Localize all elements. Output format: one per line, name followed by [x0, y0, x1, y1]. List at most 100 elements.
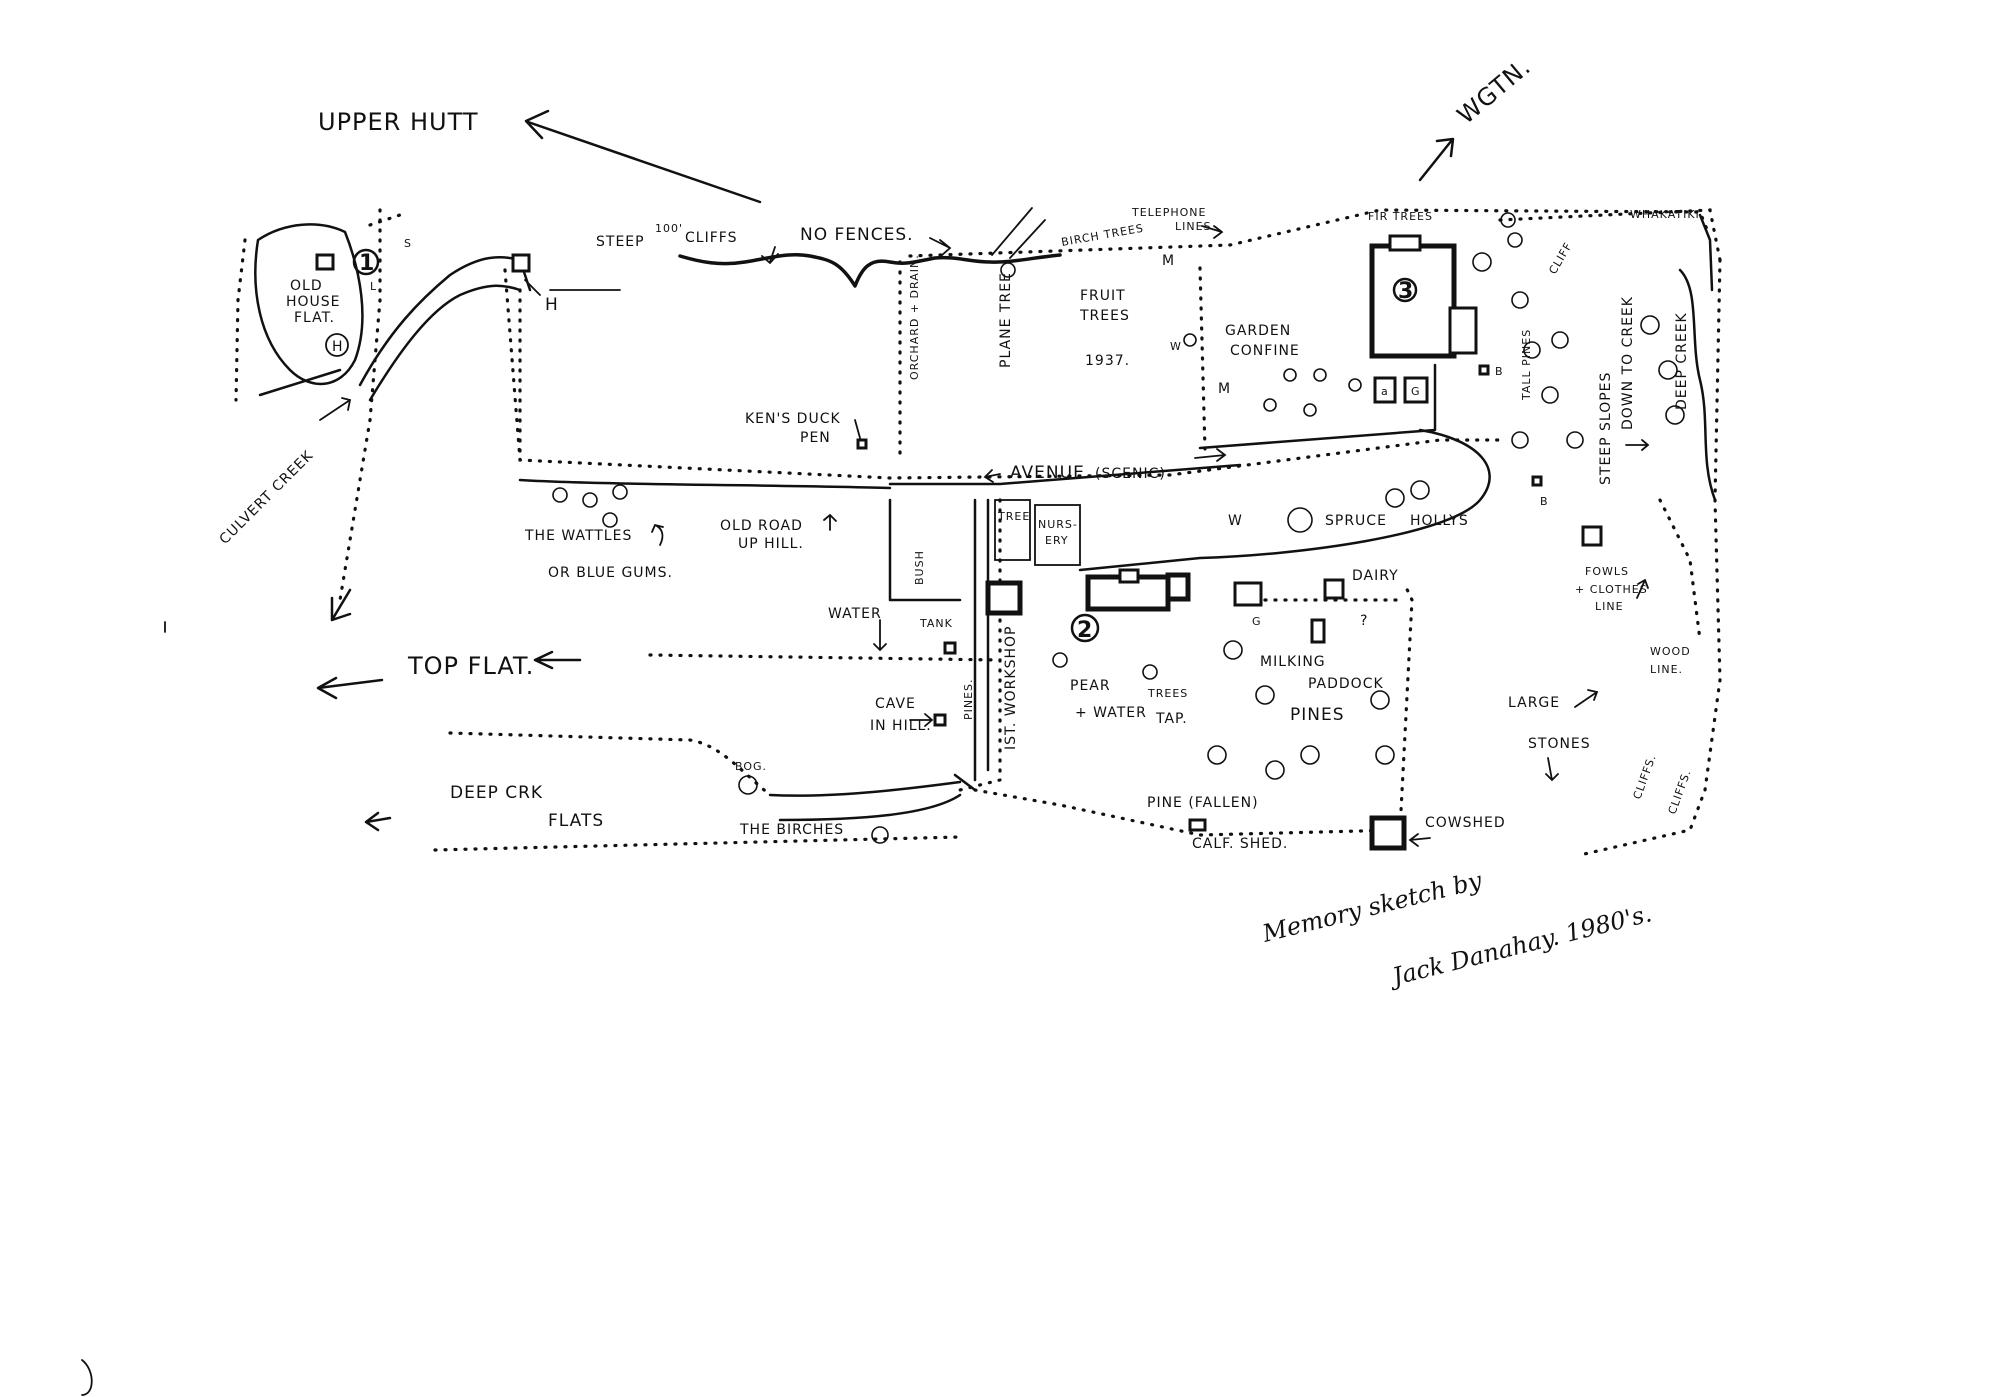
paddock-tree-1	[1223, 640, 1243, 660]
old-house-building	[315, 253, 335, 271]
wood-line-label: LINE.	[1650, 663, 1683, 676]
no-fences-label: NO FENCES.	[800, 225, 914, 245]
garden-tree-4	[1348, 378, 1362, 392]
site-3-number: 3	[1398, 279, 1413, 304]
pine-tree-r5	[1511, 431, 1529, 449]
pear-label: PEAR	[1070, 678, 1111, 694]
cave-box	[933, 713, 947, 727]
cave-arrow	[909, 713, 934, 727]
h-mark: H	[545, 295, 559, 315]
pines-lane-label: PINES.	[962, 678, 975, 720]
m-mark-top: M	[1162, 253, 1175, 269]
house-3-chimney	[1388, 234, 1422, 252]
avenue-arrow-right	[1194, 448, 1227, 462]
dairy-building	[1323, 578, 1345, 600]
tree-nursery-box	[994, 499, 1031, 561]
calf-shed-building	[1188, 818, 1207, 832]
clothes-line-label: + CLOTHES	[1575, 583, 1648, 596]
fowls-arrow	[1636, 578, 1649, 599]
fir-trees-label: FIR TREES	[1368, 210, 1433, 223]
plane-tree-icon	[1000, 262, 1016, 278]
no-fences-arrow	[929, 237, 952, 256]
pine-tree-r2	[1523, 341, 1541, 359]
l-mark: L	[370, 280, 377, 293]
cowshed-label: COWSHED	[1425, 815, 1506, 831]
pine-tree-r4	[1541, 386, 1559, 404]
avenue-label: AVENUE	[1010, 463, 1085, 483]
bush-nursery: BUSH TREE NURS- ERY W SPRUCE HOLLYS	[888, 480, 1469, 782]
top-cliff-edge: STEEP 100' CLIFFS NO FENCES. BIRCH TREES…	[596, 206, 1699, 288]
creek-road-upper	[358, 255, 522, 387]
paddock-tree-2	[1255, 685, 1275, 705]
top-flat-arrow-left	[316, 676, 384, 700]
old-house-flat-outline	[254, 223, 364, 386]
wgtn-direction: WGTN.	[1418, 52, 1536, 182]
a-mark: a	[1381, 385, 1389, 398]
water-tap-label: + WATER	[1075, 705, 1147, 721]
lane-lines	[973, 498, 990, 782]
wattle-tree-1	[552, 487, 568, 503]
house-3-shed-a	[1373, 376, 1397, 404]
nursery-box	[1034, 504, 1081, 566]
homestead-wing	[1165, 572, 1191, 602]
water-tank-box	[943, 641, 957, 655]
tap-label: TAP.	[1155, 711, 1188, 727]
pines-label: PINES	[1290, 705, 1345, 725]
cowshed-building	[1369, 815, 1407, 851]
bog-label: BOG.	[735, 760, 767, 773]
old-label: OLD	[290, 278, 323, 294]
lines-label: LINES.	[1175, 220, 1216, 233]
tree-label: TREE	[997, 510, 1030, 523]
deep-crk-dotted	[448, 731, 772, 797]
pine-tree-r6	[1566, 431, 1584, 449]
top-left-fence	[368, 208, 403, 227]
water-tank-area: WATER TANK IST. WORKSHOP PINES.	[828, 606, 1019, 750]
page-corner-mark	[81, 1359, 93, 1396]
pear-trees-label: TREES	[1147, 687, 1188, 700]
right-cliff-edge	[1698, 213, 1714, 292]
signature-line-2: Jack Danahay. 1980's.	[1385, 899, 1655, 992]
pear-tree-2	[1142, 664, 1158, 680]
upper-hutt-arrow	[526, 120, 762, 204]
wattles-area: THE WATTLES OR BLUE GUMS. OLD ROAD UP HI…	[524, 484, 837, 581]
large-label: LARGE	[1508, 695, 1560, 711]
upper-hutt-direction: UPPER HUTT	[318, 108, 762, 204]
h-pointer	[524, 279, 541, 296]
birch-lines	[991, 207, 1046, 259]
garden-tree-5	[1263, 398, 1277, 412]
culvert-creek-label: CULVERT CREEK	[217, 448, 317, 548]
b-box-2	[1531, 475, 1543, 487]
hollys-label: HOLLYS	[1410, 513, 1469, 529]
pear-tree-1	[1052, 652, 1068, 668]
top-flat-label: TOP FLAT.	[407, 652, 534, 680]
tall-pines-label: TALL PINES	[1520, 329, 1533, 401]
site-2-number: 2	[1077, 618, 1092, 643]
telephone-arrow	[1201, 225, 1224, 239]
wood-line-fence	[1658, 498, 1702, 642]
duck-pen-box	[856, 438, 868, 450]
house-3: 3 a G B	[1198, 234, 1503, 450]
holly-tree-1	[1385, 488, 1405, 508]
bush-outline	[888, 498, 962, 602]
cowshed-arrow	[1408, 833, 1431, 847]
g-mark-shed: G	[1252, 615, 1262, 628]
b-mark-2: B	[1540, 495, 1549, 508]
house-3-shed-g	[1403, 376, 1429, 404]
paddock-label: PADDOCK	[1308, 676, 1384, 692]
water-label: WATER	[828, 606, 882, 622]
site-2-circle	[1070, 613, 1100, 643]
large-stones-arrow	[1574, 689, 1599, 708]
house-3-drive	[1198, 363, 1437, 450]
homestead-chimney	[1118, 568, 1140, 584]
h-circle	[325, 333, 349, 357]
middle-fence-dotted	[503, 268, 1502, 480]
garden-area: GARDEN CONFINE W M M	[1162, 253, 1362, 417]
b-box	[1478, 364, 1490, 376]
wgtn-arrow	[1418, 138, 1454, 182]
h-mark-circle: H	[332, 339, 344, 355]
the-wattles-label: THE WATTLES	[524, 528, 632, 544]
trees-label: TREES	[1079, 308, 1130, 324]
top-paddock	[518, 288, 621, 462]
deep-crk-label: DEEP CRK	[450, 783, 543, 803]
upper-hutt-arrowhead	[524, 109, 550, 140]
